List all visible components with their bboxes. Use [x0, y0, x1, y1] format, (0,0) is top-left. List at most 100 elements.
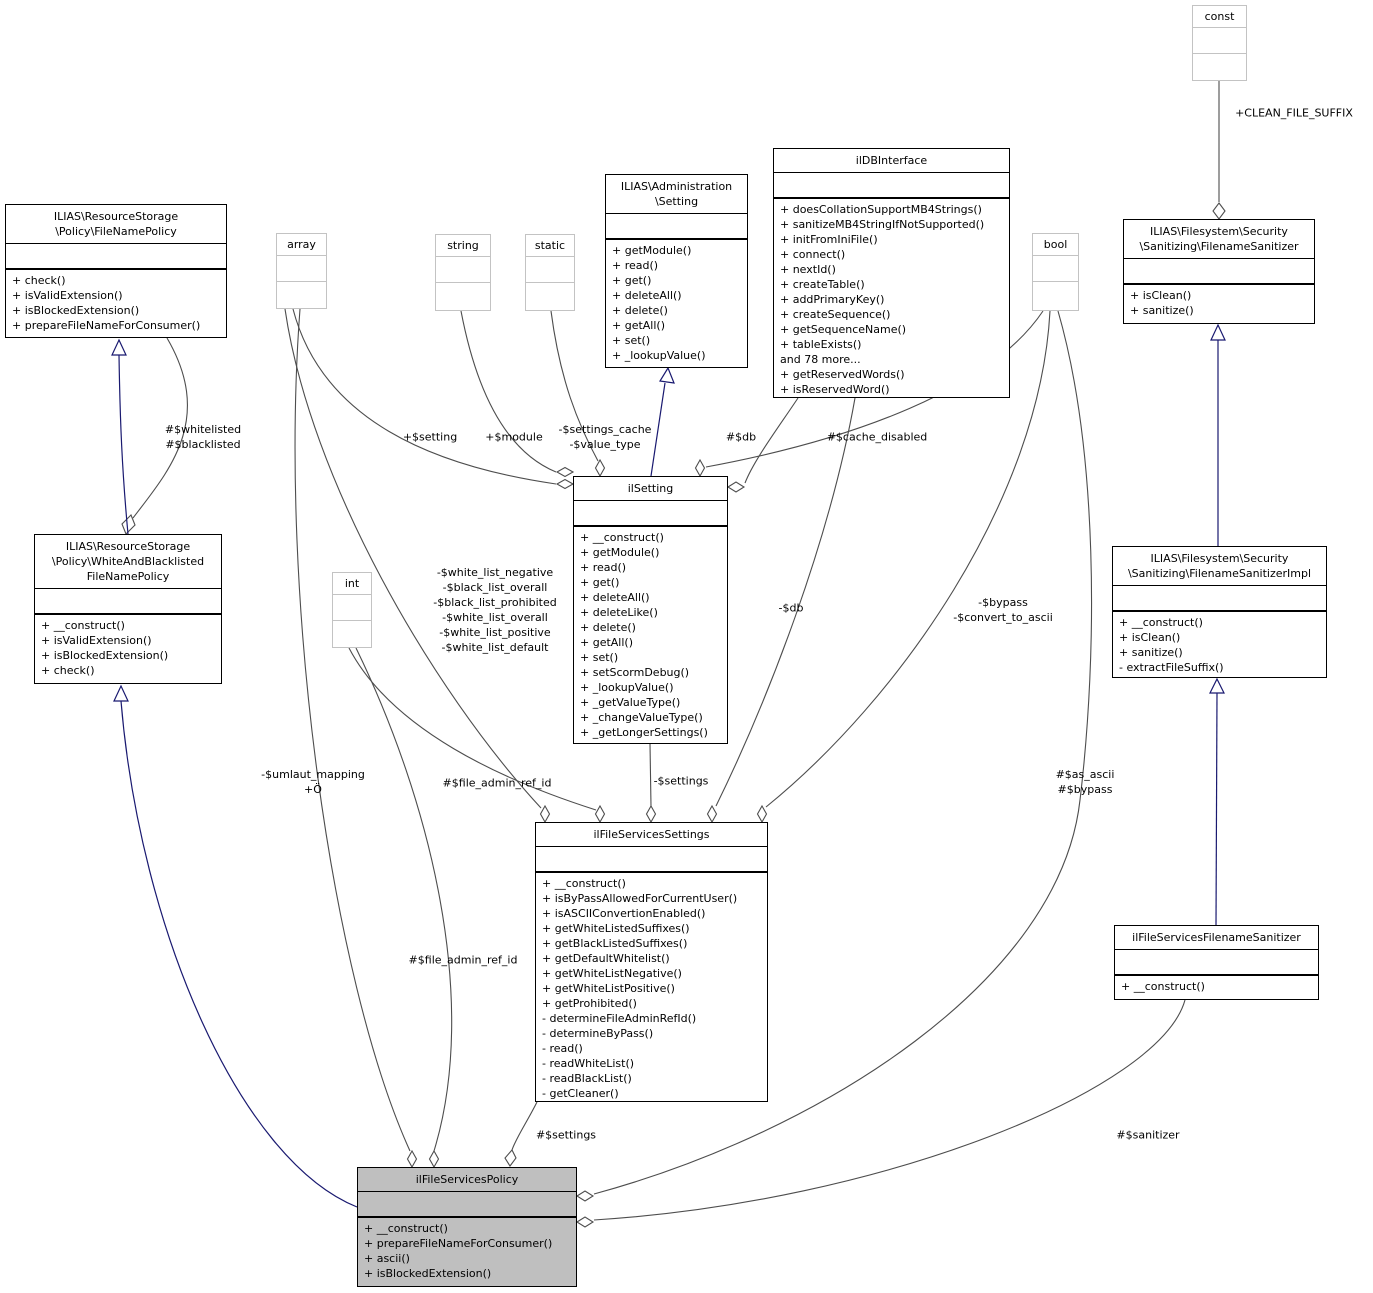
member-label: + __construct(): [41, 619, 125, 632]
edge-label-setting: +$setting: [402, 430, 458, 444]
member-label: and 78 more...: [780, 353, 861, 366]
class-attributes-empty: [1124, 259, 1314, 285]
class-title: ILIAS\ResourceStorage \Policy\WhiteAndBl…: [35, 535, 221, 589]
edge-filenamepolicy-whiteandblacklisted: [132, 337, 188, 519]
class-methods: + __construct()+ getModule()+ read()+ ge…: [574, 527, 727, 743]
class-title: ilFileServicesSettings: [536, 823, 767, 847]
class-methods: + __construct() + isByPassAllowedForCurre…: [536, 873, 767, 1101]
type-box-static: static: [525, 234, 575, 311]
class-box-administration-setting[interactable]: ILIAS\Administration \Setting + getModul…: [605, 174, 748, 368]
class-box-filenamesanitizerimpl[interactable]: ILIAS\Filesystem\Security \Sanitizing\Fi…: [1112, 546, 1327, 678]
class-attributes-empty: [606, 214, 747, 240]
type-label: array: [277, 234, 326, 256]
type-attrs-empty: [1193, 28, 1246, 53]
class-methods: + __construct() + isValidExtension() + isB…: [35, 615, 221, 683]
member-label: + isBlockedExtension(): [41, 649, 169, 662]
edge-ildbinterface-ilfileservicessettings: [715, 397, 856, 807]
aggregation-diamond-icon: [555, 478, 575, 490]
member-label: + delete(): [580, 621, 636, 634]
class-methods: + getModule()+ read()+ get()+ deleteAll(…: [606, 240, 747, 367]
edge-label-module: +$module: [485, 430, 543, 444]
edge-label-db-setting: #$db: [725, 430, 757, 444]
class-methods: + doesCollationSupportMB4Strings()+ sani…: [774, 199, 1009, 397]
member-label: + read(): [612, 259, 659, 272]
member-label: + _getLongerSettings(): [580, 726, 708, 739]
class-title: ilDBInterface: [774, 149, 1009, 173]
member-label: + getModule(): [612, 244, 692, 257]
type-methods-empty: [526, 282, 574, 307]
member-label: + set(): [580, 651, 619, 664]
edge-int-ilfileservicespolicy: [355, 647, 453, 1152]
class-box-filenamesanitizer[interactable]: ILIAS\Filesystem\Security \Sanitizing\Fi…: [1123, 219, 1315, 324]
member-label: + getProhibited(): [542, 997, 637, 1010]
edge-static-ilsetting: [550, 310, 599, 462]
member-label: + deleteAll(): [612, 289, 682, 302]
edge-label-whitelisted-blacklisted: #$whitelisted #$blacklisted: [164, 423, 242, 451]
edge-label-db-settings: -$db: [778, 601, 804, 615]
class-methods: + __construct(): [1115, 976, 1318, 999]
type-attrs-empty: [333, 595, 371, 620]
member-label: + isByPassAllowedForCurrentUser(): [542, 892, 738, 905]
member-label: + nextId(): [780, 263, 836, 276]
member-label: + createSequence(): [780, 308, 891, 321]
type-label: bool: [1033, 234, 1078, 256]
edge-array-ilsetting: [292, 308, 557, 485]
member-label: + getSequenceName(): [780, 323, 907, 336]
aggregation-diamond-icon: [539, 804, 551, 824]
member-label: + tableExists(): [780, 338, 862, 351]
edge-bool-ilsetting: [705, 310, 1044, 468]
type-box-bool: bool: [1032, 233, 1079, 311]
member-label: + set(): [612, 334, 651, 347]
class-title: ILIAS\Filesystem\Security \Sanitizing\Fi…: [1113, 547, 1326, 586]
class-box-ildbinterface[interactable]: ilDBInterface + doesCollationSupportMB4S…: [773, 148, 1010, 398]
class-title: ILIAS\Filesystem\Security \Sanitizing\Fi…: [1124, 220, 1314, 259]
member-label: + sanitizeMB4StringIfNotSupported(): [780, 218, 985, 231]
edge-label-file-admin-ref-id-settings: #$file_admin_ref_id: [442, 776, 552, 790]
member-label: + read(): [580, 561, 627, 574]
class-box-ilfileservicesfilenamesanitizer[interactable]: ilFileServicesFilenameSanitizer + __cons…: [1114, 925, 1319, 1000]
type-methods-empty: [1193, 53, 1246, 78]
aggregation-diamond-icon: [1212, 202, 1226, 220]
aggregation-diamond-icon: [575, 1216, 595, 1228]
member-label: + addPrimaryKey(): [780, 293, 885, 306]
member-label: - getCleaner(): [542, 1087, 619, 1100]
class-attributes-empty: [6, 244, 226, 270]
member-label: + isValidExtension(): [12, 289, 123, 302]
edge-bool-ilfileservicessettings: [765, 310, 1051, 808]
aggregation-diamond-icon: [756, 804, 768, 824]
member-label: + _lookupValue(): [612, 349, 706, 362]
inheritance-arrow-icon: [1210, 323, 1226, 341]
member-label: + prepareFileNameForConsumer(): [12, 319, 201, 332]
member-label: + check(): [41, 664, 95, 677]
class-box-ilfileservicessettings[interactable]: ilFileServicesSettings + __construct()+ …: [535, 822, 768, 1102]
edge-label-settings-policy: #$settings: [535, 1128, 597, 1142]
member-label: + getWhiteListNegative(): [542, 967, 682, 980]
edge-label-clean-file-suffix: +CLEAN_FILE_SUFFIX: [1235, 106, 1353, 120]
edge-label-umlaut-mapping: -$umlaut_mapping +Ö: [261, 768, 365, 796]
type-methods-empty: [277, 281, 326, 306]
inheritance-arrow-icon: [659, 366, 675, 384]
member-label: + isValidExtension(): [41, 634, 152, 647]
aggregation-diamond-icon: [575, 1190, 595, 1202]
edge-label-sanitizer: #$sanitizer: [1116, 1128, 1180, 1142]
class-title: ILIAS\ResourceStorage \Policy\FileNamePo…: [6, 205, 226, 244]
edge-label-file-admin-ref-id-policy: #$file_admin_ref_id: [408, 953, 518, 967]
member-label: - extractFileSuffix(): [1119, 661, 1224, 674]
type-attrs-empty: [1033, 256, 1078, 281]
aggregation-diamond-icon: [428, 1149, 440, 1169]
member-label: + sanitize(): [1119, 646, 1183, 659]
class-box-filenamepolicy[interactable]: ILIAS\ResourceStorage \Policy\FileNamePo…: [5, 204, 227, 338]
type-label: const: [1193, 6, 1246, 28]
member-label: + deleteLike(): [580, 606, 658, 619]
class-title: ilFileServicesPolicy: [358, 1168, 576, 1192]
member-label: + delete(): [612, 304, 668, 317]
member-label: + __construct(): [542, 877, 626, 890]
member-label: + _changeValueType(): [580, 711, 703, 724]
class-box-whiteandblacklistedfilenamepolicy[interactable]: ILIAS\ResourceStorage \Policy\WhiteAndBl…: [34, 534, 222, 684]
class-box-ilsetting[interactable]: ilSetting + __construct()+ getModule()+ …: [573, 476, 728, 744]
class-box-ilfileservicespolicy[interactable]: ilFileServicesPolicy + __construct()+ pr…: [357, 1167, 577, 1287]
edge-string-ilsetting: [460, 310, 557, 473]
class-methods: + __construct()+ prepareFileNameForConsu…: [358, 1218, 576, 1286]
